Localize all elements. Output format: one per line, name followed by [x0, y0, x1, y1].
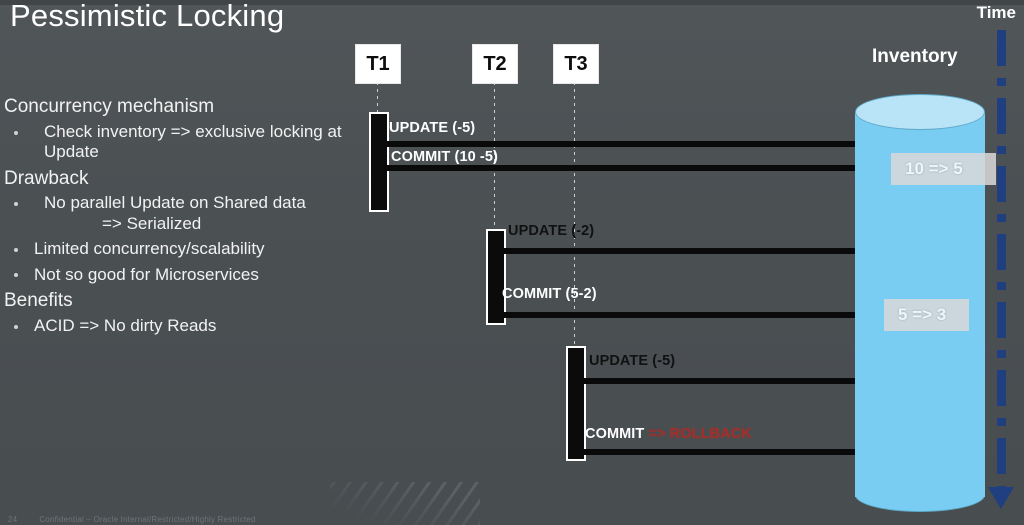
bullet-text: ACID => No dirty Reads: [34, 315, 217, 335]
message-label-t1-update: UPDATE (-5): [389, 120, 476, 136]
message-line-t3-update: [578, 378, 877, 384]
transaction-label: T3: [564, 52, 588, 75]
message-label-t2-update: UPDATE (-2): [508, 223, 595, 239]
transaction-box-t1[interactable]: T1: [355, 44, 401, 84]
transaction-label: T1: [366, 52, 390, 75]
lifeline-t3: [574, 82, 575, 344]
message-line-t2-commit: [498, 312, 877, 318]
bullet-text: Not so good for Microservices: [34, 264, 259, 284]
bullet-dot-icon: [14, 202, 18, 207]
activation-bar-t1: [369, 112, 389, 212]
bullet-subtext: => Serialized: [102, 213, 202, 233]
bullet-check-inventory: Check inventory => exclusive locking at …: [0, 122, 400, 163]
inventory-value-box-1: 10 => 5: [891, 153, 996, 185]
message-label-t3-commit: COMMIT => ROLLBACK: [585, 426, 752, 442]
slide-footer: 24 Confidential – Oracle Internal/Restric…: [8, 515, 256, 524]
inventory-label: Inventory: [872, 46, 958, 67]
heading-drawback: Drawback: [4, 167, 89, 189]
bullet-text: No parallel Update on Shared data: [44, 193, 306, 213]
transaction-box-t2[interactable]: T2: [472, 44, 518, 84]
transaction-label: T2: [483, 52, 507, 75]
message-label-t1-commit: COMMIT (10 -5): [391, 149, 498, 165]
bullet-limited-concurrency: Limited concurrency/scalability: [0, 239, 400, 259]
inventory-value-box-2: 5 => 3: [884, 299, 969, 331]
bullet-no-parallel-update: No parallel Update on Shared data => Ser…: [0, 193, 400, 234]
time-axis-arrow-icon: [988, 487, 1014, 509]
activation-bar-t3: [566, 346, 586, 461]
heading-concurrency-mechanism: Concurrency mechanism: [4, 96, 215, 117]
transaction-box-t3[interactable]: T3: [553, 44, 599, 84]
time-axis-label: Time: [976, 3, 1016, 22]
slide-title: Pessimistic Locking: [10, 0, 285, 33]
message-line-t3-commit: [578, 449, 877, 455]
message-label-t3-update: UPDATE (-5): [589, 353, 676, 369]
top-strip: [0, 0, 1024, 5]
heading-benefits: Benefits: [4, 290, 73, 312]
message-line-t1-commit: [380, 165, 877, 171]
slide-number: 24: [8, 515, 18, 524]
bullet-text: Check inventory => exclusive locking at …: [44, 121, 342, 162]
inventory-cylinder-top: [855, 94, 985, 130]
confidentiality-notice: Confidential – Oracle Internal/Restricte…: [39, 515, 256, 524]
bullet-text: Limited concurrency/scalability: [34, 239, 265, 259]
lifeline-t1: [377, 82, 378, 120]
time-axis-line: [997, 30, 1006, 490]
bullet-acid: ACID => No dirty Reads: [0, 316, 400, 336]
bullet-microservices: Not so good for Microservices: [0, 265, 400, 285]
bullet-dot-icon: [14, 130, 18, 135]
content-bullets: Concurrency mechanism Check inventory =>…: [0, 96, 400, 341]
message-label-t3-commit-text: COMMIT: [585, 426, 649, 442]
message-line-t2-update: [498, 248, 877, 254]
message-label-t2-commit: COMMIT (5-2): [502, 286, 597, 302]
activation-bar-t2: [486, 229, 506, 325]
lifeline-t2: [494, 82, 495, 230]
message-label-t3-rollback: => ROLLBACK: [648, 426, 752, 442]
message-line-t1-update: [380, 141, 877, 147]
bullet-dot-icon: [14, 324, 18, 329]
bullet-dot-icon: [14, 248, 18, 253]
bullet-dot-icon: [14, 273, 18, 278]
